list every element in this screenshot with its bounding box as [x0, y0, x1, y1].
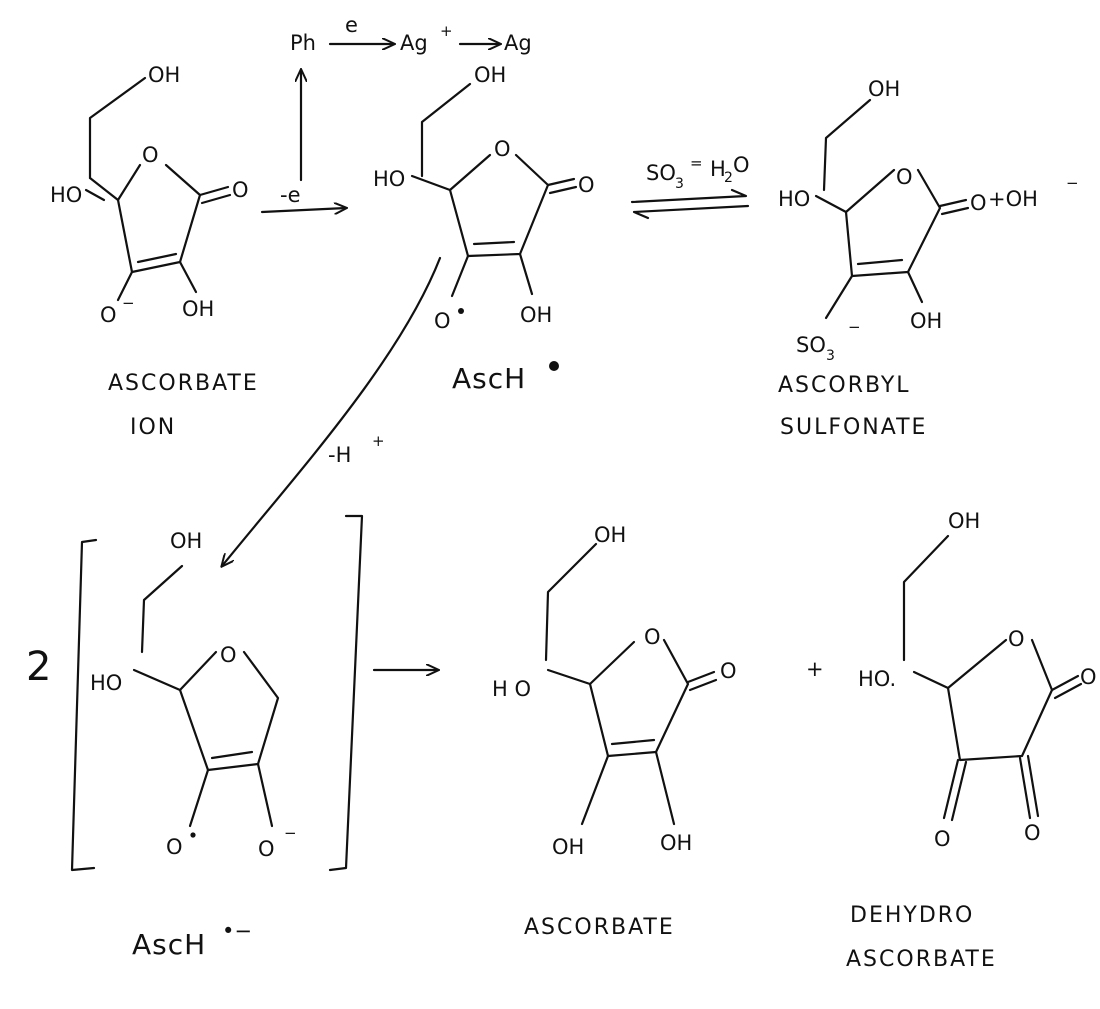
ring-oxygen: O [494, 137, 511, 161]
sulfonate-subscript: 3 [826, 348, 835, 364]
oxide-anion: O [100, 303, 117, 327]
ho-left: HO [50, 183, 82, 207]
molecule-ascorbate: OH H O O O OH OH ASCORBATE [492, 523, 737, 940]
plus-sign: + [806, 657, 824, 681]
oxide-anion: O [258, 837, 275, 861]
minus-proton-label: -H [328, 443, 351, 467]
side-chain-bonds [88, 76, 147, 180]
oh-top: OH [594, 523, 626, 547]
lactone-ring [588, 638, 690, 758]
lactone-ring [946, 638, 1054, 762]
molecule-asch-radical: OH HO O O O OH AscH [373, 63, 595, 395]
oh-bottom: OH [520, 303, 552, 327]
keto-oxygen-2: O [1024, 821, 1041, 845]
ring-oxygen: O [644, 625, 661, 649]
oh-top: OH [868, 77, 900, 101]
ring-oxygen: O [1008, 627, 1025, 651]
radical-dot [190, 832, 196, 838]
radical-dot [458, 308, 464, 314]
minus-electron-label: -e [280, 183, 301, 207]
oh-right: OH [660, 831, 692, 855]
ring-oxygen: O [142, 143, 159, 167]
reverse-harpoon [632, 204, 750, 220]
oh-top: OH [170, 529, 202, 553]
ring-double-bond [136, 252, 178, 264]
ring-double-bond [856, 258, 904, 266]
keto-oxygen-1: O [934, 827, 951, 851]
ho-left: HO [373, 167, 405, 191]
carbonyl-oxygen: O [578, 173, 595, 197]
left-bracket [70, 538, 98, 872]
sulfite-charge: = [690, 154, 703, 172]
carbonyl-oxygen: O [720, 659, 737, 683]
label-dehydroascorbate-1: DEHYDRO [850, 903, 974, 928]
hydroxide-charge: − [1066, 174, 1079, 192]
label-dehydroascorbate-2: ASCORBATE [846, 947, 997, 972]
forward-harpoon [630, 188, 748, 204]
oxygen-radical: O [166, 835, 183, 859]
sulfonate-group: SO [796, 333, 826, 357]
ho-left: HO [778, 187, 810, 211]
molecule-ascorbate-ion: OH HO O O O − OH ASCORBATE ION [50, 63, 259, 440]
label-charge: •− [222, 919, 252, 943]
ring-oxygen: O [220, 643, 237, 667]
oh-bottom: OH [910, 309, 942, 333]
ho-left: HO [90, 671, 122, 695]
oxide-charge: − [284, 824, 297, 842]
oh-left: OH [552, 835, 584, 859]
oh-top: OH [948, 509, 980, 533]
molecule-asch-radical-anion: 2 OH HO O O O − AscH •− [26, 514, 364, 961]
ring-double-bond [472, 240, 516, 246]
arrow-deprotonation: -H + [222, 256, 442, 566]
ag-metal-label: Ag [504, 31, 532, 55]
label-ascorbate-ion-2: ION [130, 415, 176, 440]
oxide-charge: − [122, 294, 135, 312]
label-asch-radical: AscH [452, 362, 526, 395]
oh-top: OH [474, 63, 506, 87]
ph-label: Ph [290, 31, 316, 55]
ho-left: HO. [858, 667, 896, 691]
water-subscript: 2 [724, 170, 733, 186]
sulfite-subscript: 3 [675, 176, 684, 192]
redox-chain: Ph e Ag + Ag [290, 13, 532, 182]
carbonyl-oxygen: O [232, 178, 249, 202]
lactone-ring [178, 650, 280, 772]
carbonyl-oxygen: O [970, 191, 987, 215]
water-h: H [710, 157, 726, 181]
lactone-ring [448, 153, 550, 258]
ring-double-bond [610, 738, 656, 746]
ag-ion-label: Ag [400, 31, 428, 55]
carbonyl-oxygen: O [1080, 665, 1097, 689]
ag-ion-charge: + [440, 22, 453, 40]
molecule-dehydroascorbate: + OH HO. O O O O DEHYDRO ASCORBATE [806, 509, 1097, 972]
oxygen-radical: O [434, 309, 451, 333]
equilibrium-sulfite: SO 3 = H 2 O [630, 153, 750, 220]
arrow-oxidation: -e [260, 183, 346, 212]
label-ascorbyl-sulfonate-1: ASCORBYL [778, 373, 911, 398]
ring-double-bond [210, 750, 254, 760]
sulfite-label: SO [646, 161, 676, 185]
oh-bottom: OH [182, 297, 214, 321]
label-ascorbate-ion-1: ASCORBATE [108, 371, 259, 396]
molecule-ascorbyl-sulfonate: OH HO O O +OH − SO 3 − OH ASCORBYL SULFO… [778, 77, 1079, 440]
proton-charge: + [372, 432, 385, 450]
label-asch-radical-anion: AscH [132, 928, 206, 961]
label-ascorbate: ASCORBATE [524, 915, 675, 940]
radical-dot-label [549, 361, 559, 371]
right-bracket [328, 514, 364, 872]
oh-top: OH [148, 63, 180, 87]
ho-left: H O [492, 677, 531, 701]
label-ascorbyl-sulfonate-2: SULFONATE [780, 415, 927, 440]
plus-hydroxide: +OH [988, 187, 1038, 211]
coefficient: 2 [26, 644, 51, 690]
ring-oxygen: O [896, 165, 913, 189]
water-o: O [733, 153, 750, 177]
electron-label: e [345, 13, 358, 37]
sulfonate-charge: − [848, 318, 861, 336]
